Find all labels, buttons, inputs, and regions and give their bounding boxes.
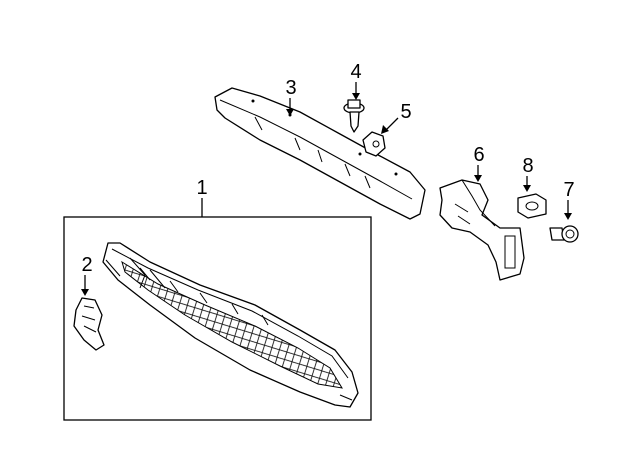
callout-1: 1 (196, 177, 207, 199)
bolt-part (549, 225, 579, 243)
callout-3: 3 (285, 77, 296, 99)
nut-clip-part (517, 193, 547, 219)
clip-part (362, 131, 386, 157)
radiator-support-cover-part (214, 87, 426, 220)
leader-5 (385, 117, 399, 131)
callout-8: 8 (522, 155, 533, 177)
callout-7: 7 (563, 179, 574, 201)
callout-2: 2 (81, 254, 92, 276)
push-pin-part (343, 99, 365, 133)
callout-6: 6 (473, 144, 484, 166)
grille-part (102, 242, 359, 408)
callout-5: 5 (400, 101, 411, 123)
callout-4: 4 (350, 61, 361, 83)
support-bracket-part (439, 179, 525, 281)
grille-bracket-part (73, 297, 105, 351)
grille-group-box (63, 216, 372, 421)
